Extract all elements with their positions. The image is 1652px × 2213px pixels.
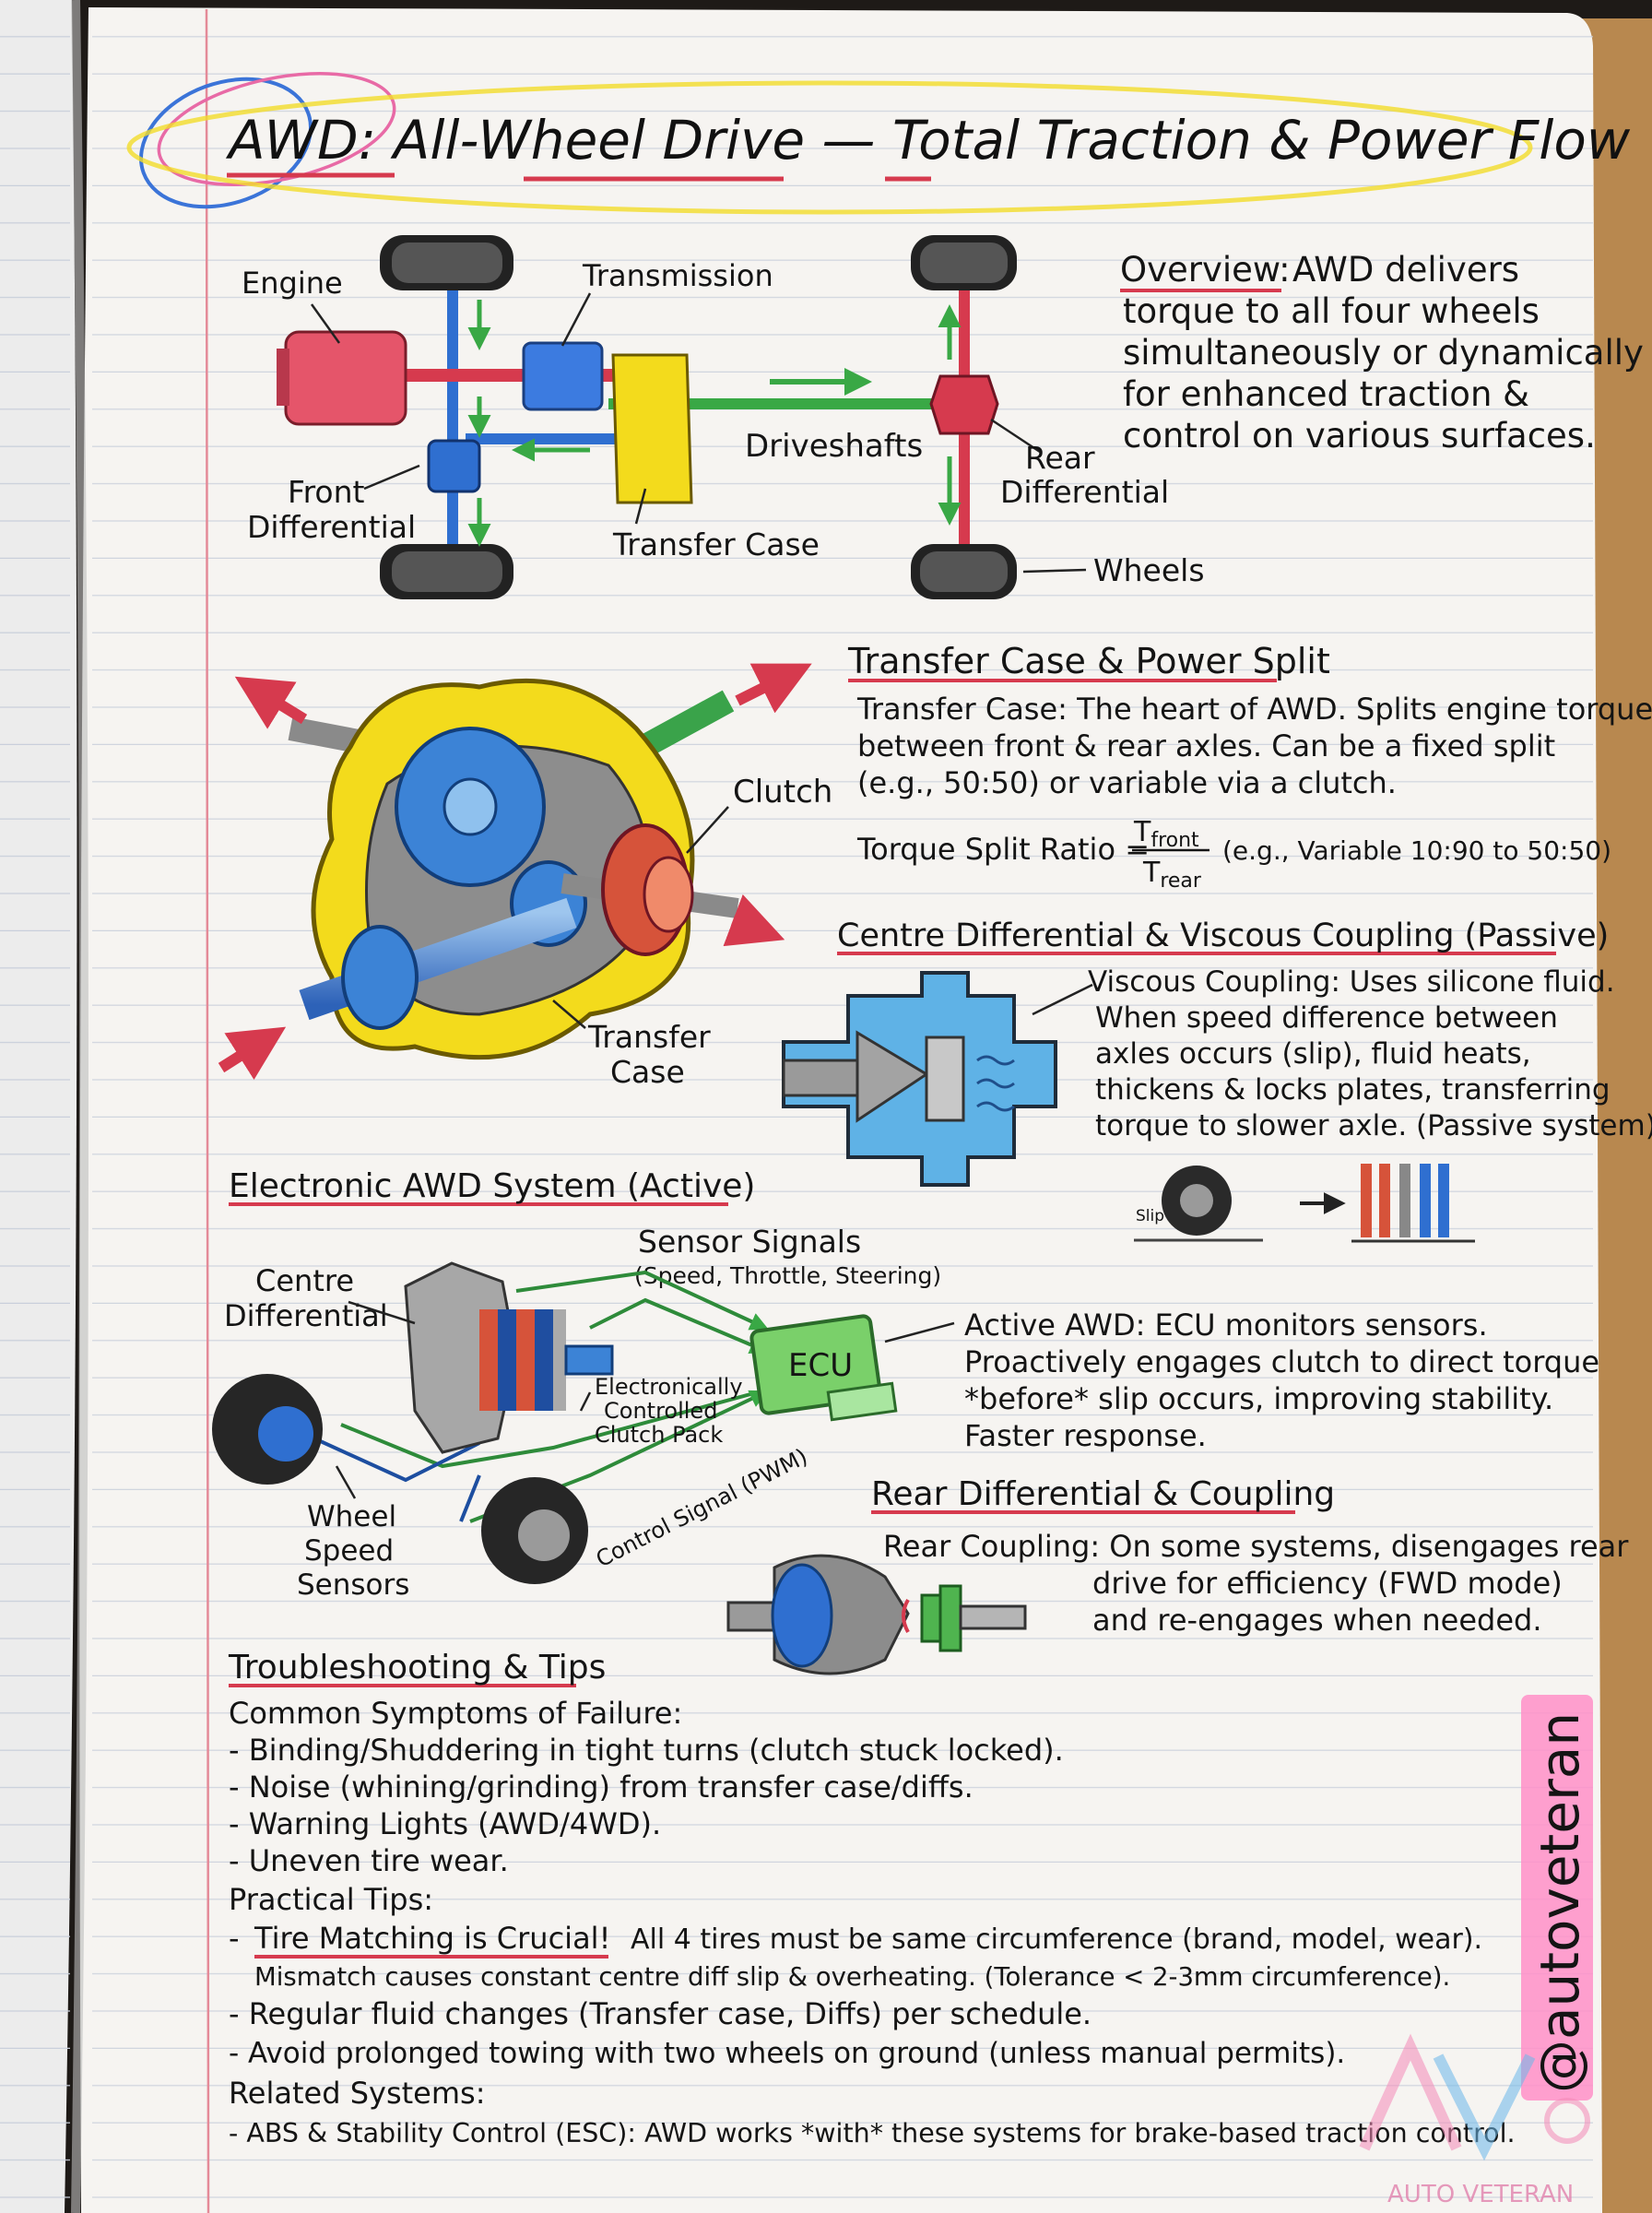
symptom-4: - Uneven tire wear. [229, 1843, 509, 1878]
rear-left-wheel [911, 235, 1017, 290]
margin-line [205, 8, 210, 2213]
ecu-label: ECU [788, 1347, 853, 1384]
rear-line-2: drive for efficiency (FWD mode) [1092, 1566, 1563, 1601]
symptom-3: - Warning Lights (AWD/4WD). [229, 1806, 661, 1841]
binding-shadow [71, 0, 88, 2213]
formula-numerator-sub: front [1150, 829, 1199, 852]
viscous-line-4: thickens & locks plates, transferring [1095, 1073, 1611, 1106]
title-scribble-blue [139, 77, 313, 209]
viscous-line-1: Viscous Coupling: Uses silicone fluid. [1088, 965, 1615, 999]
wheel-speed-label-2: Speed [304, 1534, 394, 1568]
transmission-box [522, 341, 604, 411]
page-title: AWD: All-Wheel Drive — Total Traction & … [225, 109, 1631, 172]
electronic-heading: Electronic AWD System (Active) [229, 1167, 755, 1205]
case-label-2: Case [610, 1054, 685, 1090]
active-line-4: Faster response. [964, 1418, 1207, 1453]
front-diff-label-2: Differential [247, 509, 416, 545]
tip-1-line-2: Mismatch causes constant centre diff sli… [254, 1962, 1450, 1992]
symptoms-heading: Common Symptoms of Failure: [229, 1696, 682, 1731]
front-diff-box [427, 439, 481, 493]
handle-highlight [1521, 1695, 1593, 2101]
viscous-heading: Centre Differential & Viscous Coupling (… [837, 917, 1609, 954]
transfer-line-3: (e.g., 50:50) or variable via a clutch. [857, 765, 1397, 800]
viscous-line-3: axles occurs (slip), fluid heats, [1095, 1037, 1531, 1071]
clutch-label: Clutch [733, 774, 832, 811]
transmission-label: Transmission [582, 258, 773, 293]
overview-line-2: torque to all four wheels [1123, 291, 1540, 331]
tips-heading: Practical Tips: [229, 1882, 433, 1917]
wheel-speed-label-3: Sensors [297, 1568, 409, 1602]
rear-line-1: Rear Coupling: On some systems, disengag… [883, 1529, 1629, 1564]
tip-1-rest: All 4 tires must be same circumference (… [631, 1923, 1482, 1956]
overview-line-5: control on various surfaces. [1123, 416, 1596, 456]
transfer-case-illustration [218, 663, 812, 1081]
clutch-pack-label-3: Clutch Pack [595, 1422, 723, 1448]
tip-2: - Regular fluid changes (Transfer case, … [229, 1996, 1092, 2031]
engine-label: Engine [242, 266, 343, 301]
left-page-rules [0, 0, 70, 2213]
clutch-pack-label-1: Electronically [595, 1374, 743, 1400]
tip-3: - Avoid prolonged towing with two wheels… [229, 2037, 1345, 2070]
viscous-coupling-illustration [782, 971, 1475, 1243]
watermark-handle: @autoveteran [1528, 1712, 1591, 2093]
clutch-pack-label-2: Controlled [604, 1398, 717, 1424]
formula-note: (e.g., Variable 10:90 to 50:50) [1222, 835, 1611, 866]
trouble-heading: Troubleshooting & Tips [228, 1649, 606, 1686]
title-scribble-pink [157, 72, 396, 186]
rear-line-3: and re-engages when needed. [1092, 1603, 1542, 1638]
formula-numerator: Tfront [1133, 816, 1199, 852]
related-line: - ABS & Stability Control (ESC): AWD wor… [229, 2118, 1516, 2148]
overview-line-1: AWD delivers [1292, 250, 1519, 290]
related-heading: Related Systems: [229, 2076, 485, 2111]
transfer-case-box [611, 353, 693, 504]
driveshafts-label: Driveshafts [745, 428, 923, 465]
transfer-case-label: Transfer Case [612, 527, 820, 562]
centre-diff-label-1: Centre [255, 1263, 354, 1298]
active-line-3: *before* slip occurs, improving stabilit… [964, 1381, 1553, 1416]
front-diff-label-1: Front [288, 474, 365, 510]
case-label-1: Transfer [587, 1019, 711, 1055]
viscous-line-5: torque to slower axle. (Passive system). [1095, 1109, 1652, 1142]
sensor-signals-sub: (Speed, Throttle, Steering) [634, 1262, 941, 1289]
drivetrain-diagram [277, 235, 1087, 599]
title-scribble-yellow [126, 80, 1533, 215]
auto-veteran-logo [1359, 2033, 1590, 2161]
tip-1-dash: - [229, 1921, 240, 1956]
wheels-label: Wheels [1093, 552, 1205, 588]
rear-right-wheel [911, 544, 1017, 599]
engine-block [277, 330, 407, 426]
title-underline-red [227, 172, 931, 182]
rear-heading: Rear Differential & Coupling [871, 1475, 1335, 1513]
symptom-1: - Binding/Shuddering in tight turns (clu… [229, 1733, 1064, 1768]
rear-diff-label-1: Rear [1025, 440, 1095, 476]
rear-diff-box [929, 374, 999, 435]
slip-label: Slip [1136, 1207, 1164, 1225]
rear-diff-label-2: Differential [1000, 474, 1169, 510]
sensor-signals-label: Sensor Signals [638, 1224, 861, 1260]
overview-line-3: simultaneously or dynamically [1123, 333, 1644, 373]
centre-diff-label-2: Differential [224, 1298, 388, 1333]
transfer-heading: Transfer Case & Power Split [847, 641, 1330, 681]
transfer-line-1: Transfer Case: The heart of AWD. Splits … [856, 692, 1652, 727]
watermark-brand: AUTO VETERAN [1387, 2181, 1574, 2208]
transfer-line-2: between front & rear axles. Can be a fix… [857, 728, 1555, 763]
overview-heading: Overview: [1120, 250, 1291, 290]
formula-denominator-sub: rear [1160, 870, 1202, 893]
symptom-2: - Noise (whining/grinding) from transfer… [229, 1769, 974, 1805]
wheel-speed-label-1: Wheel [307, 1500, 396, 1533]
active-line-2: Proactively engages clutch to direct tor… [964, 1344, 1599, 1379]
viscous-line-2: When speed difference between [1095, 1001, 1558, 1035]
front-right-wheel [380, 544, 513, 599]
active-line-1: Active AWD: ECU monitors sensors. [964, 1308, 1488, 1343]
formula-lhs: Torque Split Ratio = [856, 832, 1150, 867]
front-left-wheel [380, 235, 513, 290]
tip-1-emphasis: Tire Matching is Crucial! [254, 1921, 610, 1956]
formula-denominator: Trear [1142, 857, 1202, 893]
electronic-awd-illustration [212, 1261, 955, 1584]
overview-line-4: for enhanced traction & [1123, 374, 1529, 414]
rear-coupling-illustration [726, 1554, 1027, 1675]
